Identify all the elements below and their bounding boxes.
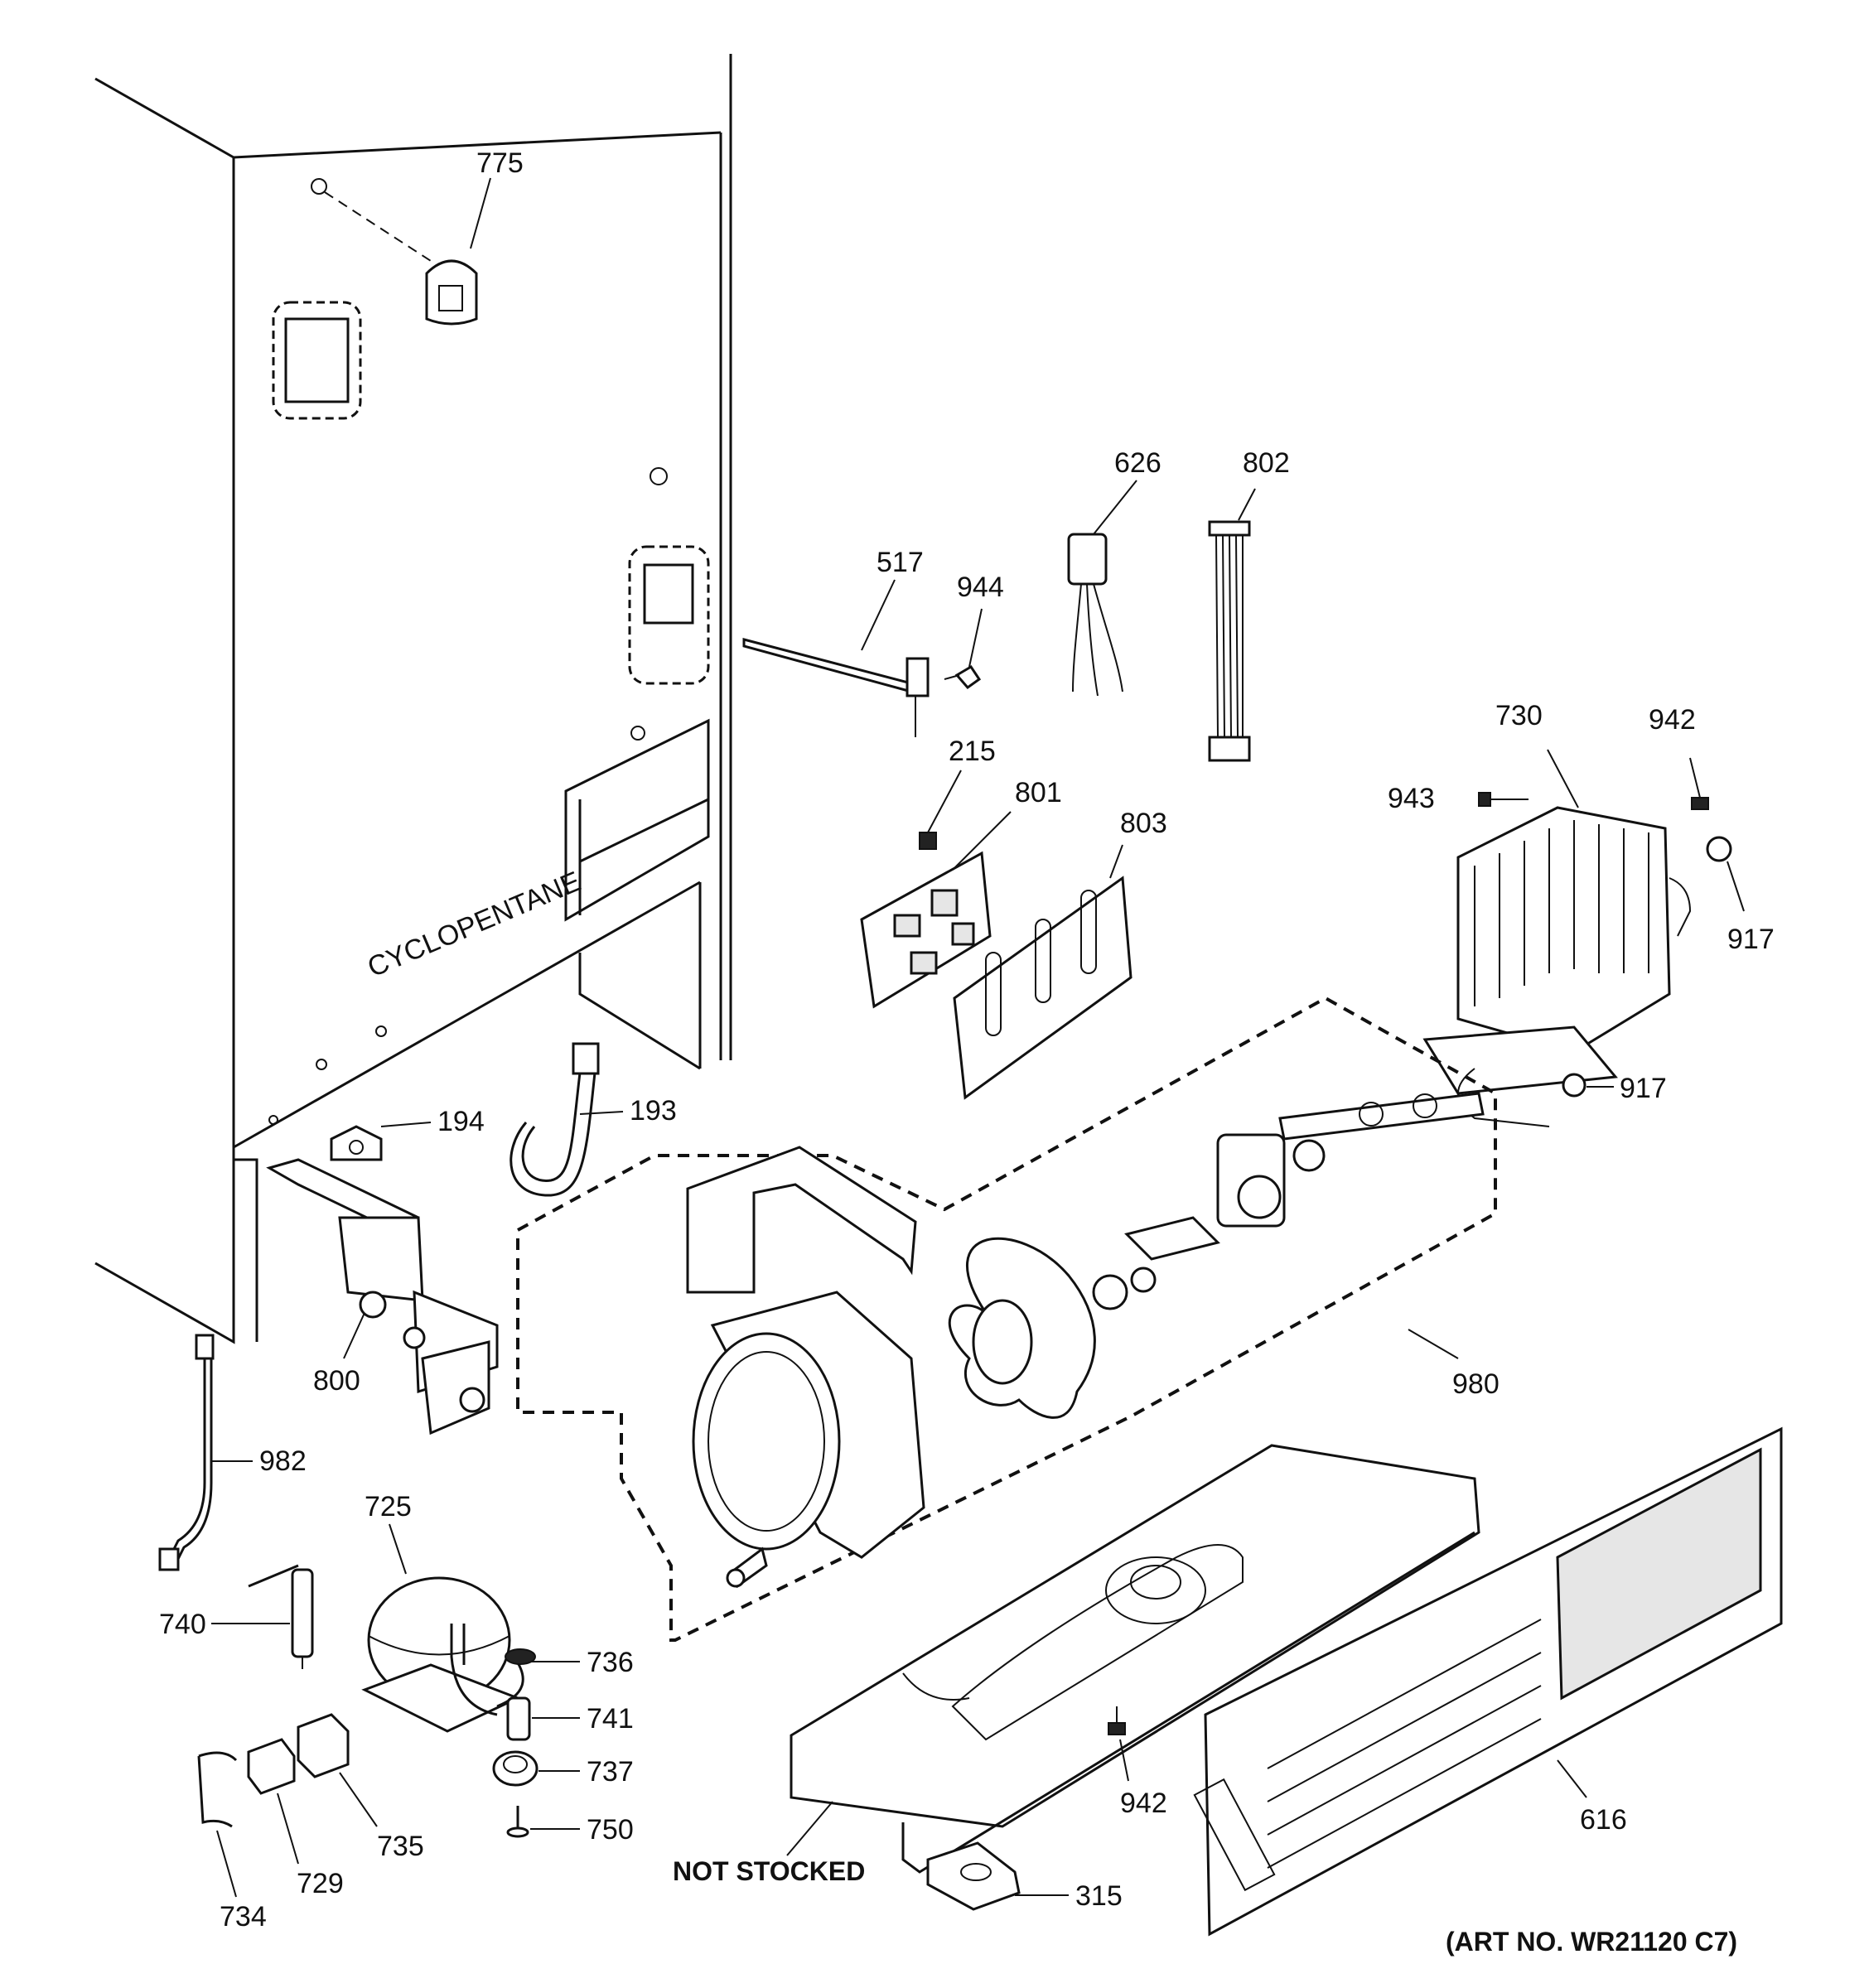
label-917-a: 917	[1727, 924, 1775, 955]
label-750: 750	[587, 1814, 634, 1846]
label-802: 802	[1243, 447, 1290, 479]
label-801: 801	[1015, 777, 1062, 808]
label-735: 735	[377, 1831, 424, 1862]
label-215: 215	[949, 736, 996, 767]
part-315-bracket	[926, 1841, 1069, 1911]
part-803-cover	[953, 844, 1133, 1100]
label-734: 734	[220, 1901, 267, 1933]
label-193: 193	[630, 1095, 677, 1127]
label-942-bottom: 942	[1120, 1788, 1167, 1819]
part-735-relay	[297, 1713, 378, 1827]
base-tray	[786, 1444, 1480, 1874]
label-737: 737	[587, 1756, 634, 1788]
label-775: 775	[476, 147, 524, 179]
part-616-access-cover	[1193, 1426, 1783, 1937]
note-art-number: (ART NO. WR21120 C7)	[1446, 1927, 1737, 1957]
part-944-screw	[944, 608, 983, 690]
part-942-screw-top	[1689, 757, 1709, 810]
part-517-sensor	[742, 579, 930, 737]
part-194-clip	[330, 1122, 432, 1161]
cabinet-back: CYCLOPENTANE	[94, 54, 732, 1344]
label-626: 626	[1114, 447, 1161, 479]
label-315: 315	[1075, 1880, 1123, 1912]
label-729: 729	[297, 1868, 344, 1899]
part-729-cover	[247, 1738, 299, 1865]
label-740: 740	[159, 1609, 206, 1640]
part-626-harness	[1067, 480, 1137, 697]
part-734-label	[197, 1751, 238, 1898]
label-736: 736	[587, 1647, 634, 1678]
label-917-b: 917	[1620, 1073, 1667, 1104]
part-801-board	[860, 811, 1012, 1009]
part-215-clip	[919, 770, 962, 850]
part-775-bracket	[324, 177, 491, 326]
part-725-compressor	[361, 1523, 524, 1733]
label-730: 730	[1495, 700, 1543, 731]
label-616: 616	[1580, 1804, 1627, 1836]
part-980-fan-assembly	[516, 996, 1497, 1642]
part-943-screw	[1478, 792, 1529, 807]
part-736-clip	[505, 1648, 580, 1665]
part-917-grommet-b	[1562, 1073, 1614, 1098]
label-942-top: 942	[1649, 704, 1696, 736]
label-803: 803	[1120, 808, 1167, 839]
part-737-grommet	[492, 1750, 580, 1787]
label-980: 980	[1452, 1368, 1500, 1400]
label-194: 194	[437, 1106, 485, 1137]
part-917-grommet-a	[1706, 836, 1745, 912]
note-not-stocked: NOT STOCKED	[673, 1856, 865, 1886]
callouts: 775 626 802 517 944 215 801 803 730 942 …	[159, 147, 1775, 1957]
label-741: 741	[587, 1703, 634, 1735]
part-802-harness	[1208, 488, 1256, 762]
label-944: 944	[957, 572, 1004, 603]
label-800: 800	[313, 1365, 360, 1397]
label-517: 517	[877, 547, 924, 578]
part-982-tube	[158, 1334, 253, 1571]
part-730-evaporator	[1422, 749, 1692, 1127]
label-943: 943	[1388, 783, 1435, 814]
part-741-sleeve	[506, 1696, 580, 1741]
part-942-screw-bottom	[1108, 1706, 1129, 1782]
part-800-valve	[266, 1158, 499, 1436]
part-740-dryer	[211, 1564, 314, 1669]
part-750-stud	[506, 1806, 580, 1838]
label-725: 725	[365, 1491, 412, 1522]
label-982: 982	[259, 1445, 307, 1477]
part-193-drain-tube	[510, 1042, 624, 1197]
